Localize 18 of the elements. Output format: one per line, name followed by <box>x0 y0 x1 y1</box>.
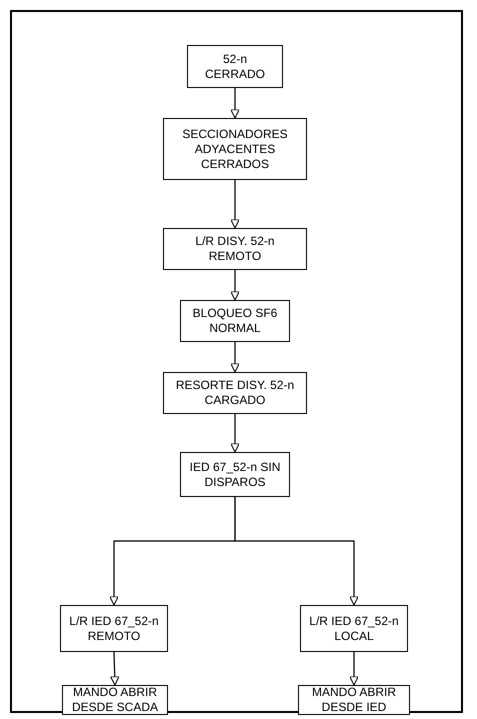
process-box: RESORTE DISY. 52-n CARGADO <box>163 372 307 414</box>
process-box: L/R IED 67_52-n REMOTO <box>60 605 168 652</box>
process-box: SECCIONADORES ADYACENTES CERRADOS <box>163 118 307 180</box>
process-box: MANDO ABRIR DESDE SCADA <box>62 685 168 715</box>
arrow <box>110 652 120 686</box>
process-box: L/R DISY. 52-n REMOTO <box>163 228 307 270</box>
process-box: 52-n CERRADO <box>187 45 283 88</box>
process-box: IED 67_52-n SIN DISPAROS <box>180 452 290 497</box>
arrow <box>234 497 359 606</box>
arrow <box>230 88 240 118</box>
process-box: BLOQUEO SF6 NORMAL <box>180 300 290 342</box>
arrow <box>230 342 240 372</box>
arrow <box>230 270 240 300</box>
arrow <box>349 652 359 686</box>
arrow <box>230 180 240 228</box>
arrow <box>230 414 240 452</box>
process-box: MANDO ABRIR DESDE IED <box>298 685 410 715</box>
process-box: L/R IED 67_52-n LOCAL <box>300 605 408 652</box>
